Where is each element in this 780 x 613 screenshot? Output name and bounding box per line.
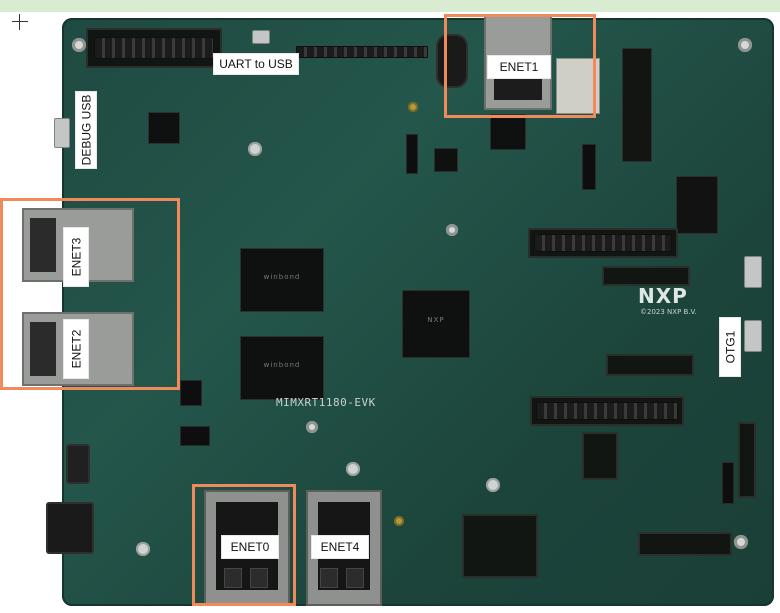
enet0-callout	[192, 484, 296, 606]
mounting-hole	[306, 421, 318, 433]
small-chip	[434, 148, 458, 172]
otg1-label: OTG1	[720, 318, 740, 376]
power-button	[136, 542, 150, 556]
debug-usb-port	[54, 118, 70, 148]
expansion-header-4	[530, 396, 684, 426]
expansion-header-2	[602, 266, 690, 286]
user-button	[486, 478, 500, 492]
enet1-label: ENET1	[488, 56, 550, 78]
otg1-usb-port	[744, 320, 762, 352]
mounting-hole	[734, 535, 748, 549]
user-button	[346, 462, 360, 476]
top-bar	[0, 0, 780, 12]
enet3-label: ENET3	[64, 228, 88, 286]
winbond-memory-2: winbond	[240, 336, 324, 400]
enet3-enet2-callout	[0, 198, 180, 390]
header-pins	[536, 402, 678, 420]
m2-connector	[622, 48, 652, 162]
buzzer	[408, 102, 418, 112]
enet2-label: ENET2	[64, 320, 88, 378]
jumper	[180, 380, 202, 406]
uart-usb-port	[252, 30, 270, 44]
phy-chip	[490, 114, 526, 150]
header-pins	[94, 37, 214, 59]
test-pad	[394, 516, 404, 526]
usb-port	[744, 256, 762, 288]
debug-chip	[148, 112, 180, 144]
mimxrt1180-soc: NXP	[402, 290, 470, 358]
audio-jack	[436, 34, 468, 88]
side-header	[738, 422, 756, 498]
power-jack	[46, 502, 94, 554]
jtag-header	[86, 28, 222, 68]
debug-usb-label: DEBUG USB	[76, 92, 96, 168]
jumper	[180, 426, 210, 446]
uart-to-usb-label: UART to USB	[214, 54, 298, 74]
jumper	[406, 134, 418, 174]
camera-connector	[462, 514, 538, 578]
reset-button	[248, 142, 262, 156]
sd-card-slot	[556, 58, 600, 114]
evk-board: NXP winbond winbond MIMXRT1180-EVK NXP ©…	[46, 18, 774, 606]
small-header	[582, 432, 618, 480]
enet4-label: ENET4	[312, 536, 368, 558]
enet0-label: ENET0	[222, 536, 278, 558]
mounting-hole	[446, 224, 458, 236]
arduino-header	[296, 46, 428, 58]
bottom-right-header	[638, 532, 732, 556]
enet1-callout	[444, 14, 596, 118]
board-model-silkscreen: MIMXRT1180-EVK	[276, 396, 376, 409]
winbond-memory-1: winbond	[240, 248, 324, 312]
mounting-hole	[738, 38, 752, 52]
copyright-text: ©2023 NXP B.V.	[640, 308, 697, 316]
crosshair-icon	[12, 14, 28, 30]
nxp-logo: NXP	[638, 284, 688, 308]
jumper	[722, 462, 734, 504]
flash-daughter-connector	[676, 176, 718, 234]
jumper	[582, 144, 596, 190]
mounting-hole	[72, 38, 86, 52]
header-pins	[534, 234, 672, 252]
expansion-header-3	[606, 354, 694, 376]
expansion-header-1	[528, 228, 678, 258]
power-switch	[66, 444, 90, 484]
